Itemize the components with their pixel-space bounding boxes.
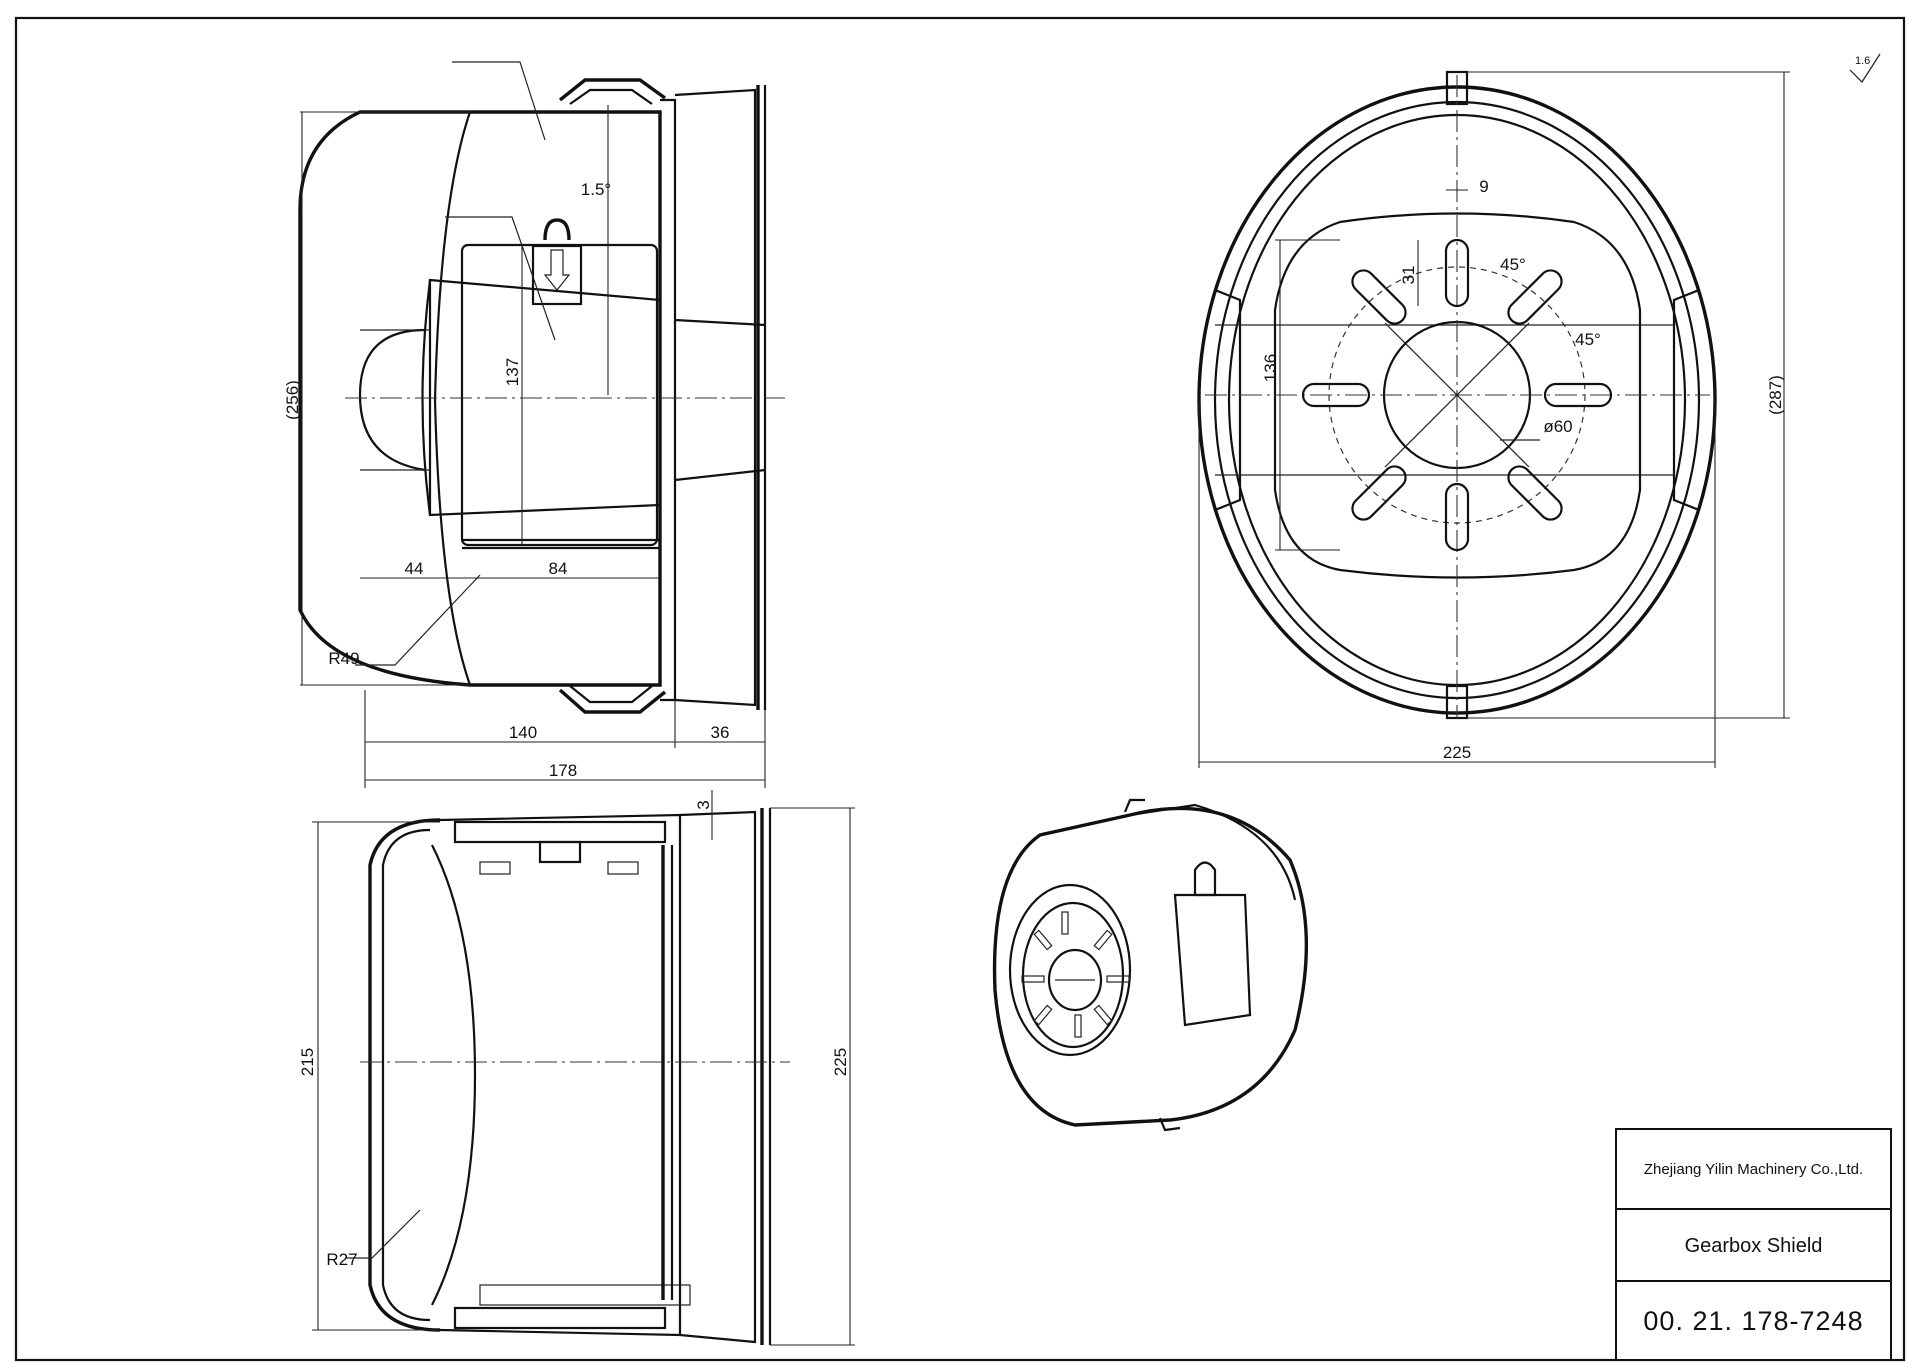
title-block: Zhejiang Yilin Machinery Co.,Ltd. Gearbo… <box>1615 1128 1892 1361</box>
svg-text:140: 140 <box>509 723 537 742</box>
svg-text:178: 178 <box>549 761 577 780</box>
svg-text:(287): (287) <box>1766 375 1785 415</box>
front-view <box>298 61 785 714</box>
isometric-view <box>992 798 1309 1132</box>
svg-text:45°: 45° <box>1575 330 1601 349</box>
end-view-dimensions: 9 31 45° 45° 136 ø60 (287) 225 <box>1198 71 1790 768</box>
svg-text:(256): (256) <box>283 380 302 420</box>
svg-text:215: 215 <box>298 1048 317 1076</box>
svg-text:44: 44 <box>405 559 424 578</box>
svg-text:3: 3 <box>694 800 713 809</box>
svg-text:137: 137 <box>503 358 522 386</box>
end-view <box>1197 70 1717 720</box>
section-view-dimensions: 215 225 3 R27 <box>298 790 855 1346</box>
sheet-border <box>14 16 1906 1362</box>
svg-text:1.5°: 1.5° <box>581 180 611 199</box>
svg-text:225: 225 <box>1443 743 1471 762</box>
drawing-number: 00. 21. 178-7248 <box>1617 1280 1890 1361</box>
svg-text:84: 84 <box>549 559 568 578</box>
svg-text:R49: R49 <box>328 649 359 668</box>
surface-finish-symbol: 1.6 <box>1849 53 1881 83</box>
front-view-dimensions: (256) 137 1.5° 44 84 R49 140 36 178 <box>283 105 766 788</box>
svg-text:R27: R27 <box>326 1250 357 1269</box>
svg-text:225: 225 <box>831 1048 850 1076</box>
section-view <box>345 808 790 1345</box>
company-name: Zhejiang Yilin Machinery Co.,Ltd. <box>1643 1160 1864 1178</box>
svg-text:136: 136 <box>1261 354 1280 382</box>
svg-text:36: 36 <box>711 723 730 742</box>
svg-text:1.6: 1.6 <box>1855 55 1870 67</box>
part-name: Gearbox Shield <box>1617 1208 1890 1282</box>
svg-text:ø60: ø60 <box>1543 417 1572 436</box>
svg-text:31: 31 <box>1399 266 1418 285</box>
svg-text:45°: 45° <box>1500 255 1526 274</box>
svg-text:9: 9 <box>1479 177 1488 196</box>
